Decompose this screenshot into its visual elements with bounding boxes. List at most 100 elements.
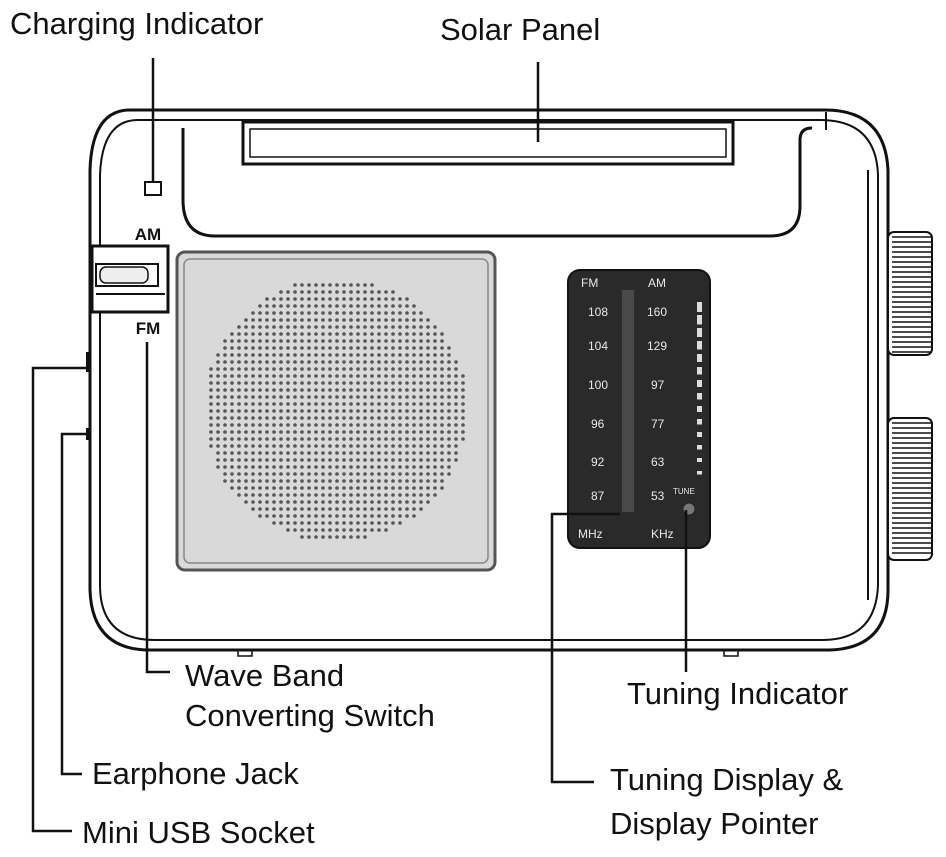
grille-hole bbox=[272, 311, 276, 315]
grille-hole bbox=[216, 451, 220, 455]
grille-hole bbox=[440, 374, 444, 378]
grille-hole bbox=[412, 486, 416, 490]
grille-hole bbox=[237, 493, 241, 497]
switch-slider[interactable] bbox=[99, 266, 149, 284]
grille-hole bbox=[349, 297, 353, 301]
grille-hole bbox=[251, 493, 255, 497]
grille-hole bbox=[286, 437, 290, 441]
grille-hole bbox=[279, 332, 283, 336]
grille-hole bbox=[272, 325, 276, 329]
grille-hole bbox=[412, 514, 416, 518]
grille-hole bbox=[209, 423, 213, 427]
grille-hole bbox=[335, 367, 339, 371]
grille-hole bbox=[216, 423, 220, 427]
grille-hole bbox=[384, 311, 388, 315]
grille-hole bbox=[377, 367, 381, 371]
grille-hole bbox=[440, 444, 444, 448]
grille-hole bbox=[398, 381, 402, 385]
grille-hole bbox=[314, 388, 318, 392]
grille-hole bbox=[328, 332, 332, 336]
grille-hole bbox=[433, 346, 437, 350]
grille-hole bbox=[391, 416, 395, 420]
grille-hole bbox=[370, 283, 374, 287]
grille-hole bbox=[265, 311, 269, 315]
grille-hole bbox=[230, 465, 234, 469]
grille-hole bbox=[349, 381, 353, 385]
grille-hole bbox=[405, 388, 409, 392]
grille-hole bbox=[314, 367, 318, 371]
grille-hole bbox=[349, 486, 353, 490]
grille-hole bbox=[377, 395, 381, 399]
grille-hole bbox=[258, 458, 262, 462]
grille-hole bbox=[363, 402, 367, 406]
grille-hole bbox=[300, 325, 304, 329]
grille-hole bbox=[356, 395, 360, 399]
grille-hole bbox=[244, 444, 248, 448]
volume-knob[interactable] bbox=[887, 231, 933, 356]
grille-hole bbox=[237, 423, 241, 427]
grille-hole bbox=[405, 346, 409, 350]
grille-hole bbox=[251, 374, 255, 378]
grille-hole bbox=[384, 472, 388, 476]
grille-hole bbox=[223, 472, 227, 476]
label-mini-usb: Mini USB Socket bbox=[82, 815, 315, 850]
grille-hole bbox=[335, 318, 339, 322]
grille-hole bbox=[251, 500, 255, 504]
grille-hole bbox=[384, 451, 388, 455]
grille-hole bbox=[328, 521, 332, 525]
grille-hole bbox=[433, 402, 437, 406]
grille-hole bbox=[440, 395, 444, 399]
grille-hole bbox=[314, 304, 318, 308]
grille-hole bbox=[258, 325, 262, 329]
grille-hole bbox=[419, 353, 423, 357]
grille-hole bbox=[405, 472, 409, 476]
grille-hole bbox=[363, 416, 367, 420]
grille-hole bbox=[300, 528, 304, 532]
grille-hole bbox=[272, 444, 276, 448]
grille-hole bbox=[405, 381, 409, 385]
tuning-knob[interactable] bbox=[887, 417, 933, 561]
grille-hole bbox=[279, 465, 283, 469]
grille-hole bbox=[230, 332, 234, 336]
grille-hole bbox=[377, 381, 381, 385]
grille-hole bbox=[216, 367, 220, 371]
grille-hole bbox=[251, 388, 255, 392]
grille-hole bbox=[293, 500, 297, 504]
grille-hole bbox=[342, 367, 346, 371]
grille-hole bbox=[342, 346, 346, 350]
grille-hole bbox=[307, 472, 311, 476]
grille-hole bbox=[370, 374, 374, 378]
grille-hole bbox=[405, 493, 409, 497]
grille-hole bbox=[398, 465, 402, 469]
grille-hole bbox=[419, 444, 423, 448]
grille-hole bbox=[426, 360, 430, 364]
grille-hole bbox=[328, 374, 332, 378]
grille-hole bbox=[230, 367, 234, 371]
grille-hole bbox=[258, 409, 262, 413]
grille-hole bbox=[370, 409, 374, 413]
grille-hole bbox=[370, 507, 374, 511]
grille-hole bbox=[384, 514, 388, 518]
grille-hole bbox=[454, 409, 458, 413]
grille-hole bbox=[433, 353, 437, 357]
grille-hole bbox=[391, 409, 395, 413]
grille-hole bbox=[405, 304, 409, 308]
grille-hole bbox=[223, 437, 227, 441]
grille-hole bbox=[440, 465, 444, 469]
grille-hole bbox=[405, 486, 409, 490]
grille-hole bbox=[321, 500, 325, 504]
grille-hole bbox=[384, 479, 388, 483]
grille-hole bbox=[279, 325, 283, 329]
grille-hole bbox=[335, 486, 339, 490]
grille-hole bbox=[307, 325, 311, 329]
grille-hole bbox=[356, 458, 360, 462]
grille-hole bbox=[272, 381, 276, 385]
grille-hole bbox=[223, 451, 227, 455]
grille-hole bbox=[265, 430, 269, 434]
grille-hole bbox=[300, 507, 304, 511]
grille-hole bbox=[279, 451, 283, 455]
grille-hole bbox=[461, 430, 465, 434]
signal-bar bbox=[697, 406, 702, 412]
grille-hole bbox=[440, 388, 444, 392]
grille-hole bbox=[419, 402, 423, 406]
